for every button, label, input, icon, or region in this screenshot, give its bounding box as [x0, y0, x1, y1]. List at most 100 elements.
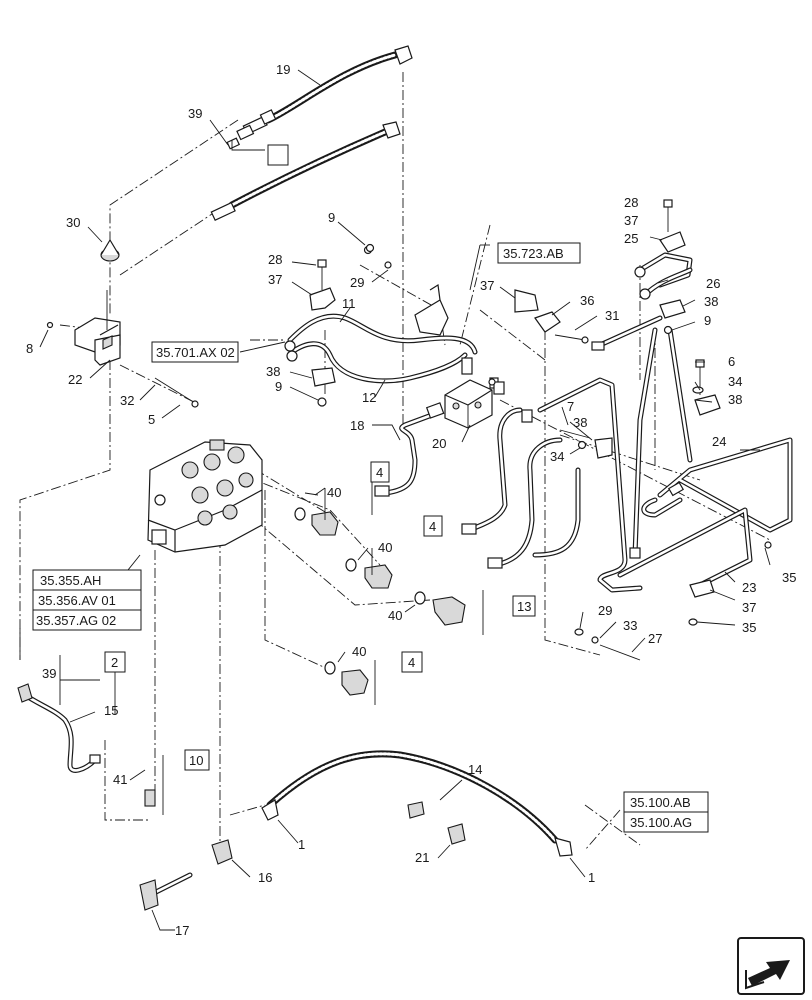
callout-41: 41: [113, 772, 127, 787]
clip-21: [407, 801, 466, 845]
callout-34-b: 34: [550, 449, 564, 464]
callout-16: 16: [258, 870, 272, 885]
ref-box-35-723-ab: [497, 242, 581, 264]
elbow-fitting-4: [324, 661, 369, 696]
callout-27: 27: [648, 631, 662, 646]
callout-40-c: 40: [388, 608, 402, 623]
callout-36: 36: [580, 293, 594, 308]
callout-labels: 19 39 3 30 8 22 32 5 9 29 28 37 11 12 38…: [26, 62, 796, 938]
ref-box-4-a: [370, 461, 390, 483]
callout-28-a: 28: [268, 252, 282, 267]
ref-35-100-ab: 35.100.AB: [630, 795, 691, 810]
ref-box-4-b: [423, 515, 443, 537]
callout-23: 23: [742, 580, 756, 595]
callout-9-a: 9: [328, 210, 335, 225]
ref-4-c: 4: [408, 655, 415, 670]
ref-35-701-ax-02: 35.701.AX 02: [156, 345, 235, 360]
ref-35-357-ag-02: 35.357.AG 02: [36, 613, 116, 628]
callout-19: 19: [276, 62, 290, 77]
callout-12: 12: [362, 390, 376, 405]
page-arrow-icon: [737, 937, 805, 995]
fitting-41: [144, 789, 156, 807]
callout-28-b: 28: [624, 195, 638, 210]
callout-40-d: 40: [352, 644, 366, 659]
callout-9-b: 9: [275, 379, 282, 394]
callout-21: 21: [415, 850, 429, 865]
callout-7: 7: [567, 399, 574, 414]
callout-5: 5: [148, 412, 155, 427]
fitting-39: [226, 124, 255, 150]
tube-24: [641, 437, 793, 533]
hose-19: [242, 45, 413, 135]
ref-13: 13: [517, 599, 531, 614]
callout-37-d: 37: [742, 600, 756, 615]
tube-long-right: [537, 377, 643, 593]
callout-38-d: 38: [573, 415, 587, 430]
tube-group-center: [461, 381, 581, 569]
callout-24: 24: [712, 434, 726, 449]
callout-37-a: 37: [268, 272, 282, 287]
callout-8: 8: [26, 341, 33, 356]
clamp-37-left: [309, 287, 336, 387]
tubes-25-26: [634, 252, 693, 300]
callout-31: 31: [605, 308, 619, 323]
screw-28-left: [317, 259, 327, 290]
callout-22: 22: [68, 372, 82, 387]
callout-38-b: 38: [704, 294, 718, 309]
callout-40-a: 40: [327, 485, 341, 500]
callout-9-c: 9: [704, 313, 711, 328]
elbow-fitting-3: [414, 591, 466, 626]
callout-39-top: 39: [188, 106, 202, 121]
callout-11: 11: [342, 296, 356, 311]
callout-35-b: 35: [742, 620, 756, 635]
callout-14: 14: [468, 762, 482, 777]
callout-25: 25: [624, 231, 638, 246]
callout-17: 17: [175, 923, 189, 938]
clamps-right: [514, 231, 721, 598]
plug-30: [100, 238, 120, 262]
ref-35-100-ag: 35.100.AG: [630, 815, 692, 830]
ref-35-723-ab: 35.723.AB: [503, 246, 564, 261]
callout-29-b: 29: [598, 603, 612, 618]
callout-37-c: 37: [624, 213, 638, 228]
callout-38-a: 38: [266, 364, 280, 379]
callout-30: 30: [66, 215, 80, 230]
ref-35-355-ah: 35.355.AH: [40, 573, 101, 588]
bracket-center: [414, 283, 449, 336]
valve-22: [46, 290, 121, 366]
callout-40-b: 40: [378, 540, 392, 555]
tube-31: [591, 315, 663, 351]
callout-1-b: 1: [588, 870, 595, 885]
hose-lower-3: [210, 121, 401, 221]
callout-38-c: 38: [728, 392, 742, 407]
leader-lines: [19, 69, 771, 931]
callout-39-b: 39: [42, 666, 56, 681]
control-valve: [147, 439, 263, 553]
callout-20: 20: [432, 436, 446, 451]
callout-35-a: 35: [782, 570, 796, 585]
ref-10: 10: [189, 753, 203, 768]
ref-box-35-355: [32, 569, 142, 631]
tube-15: [17, 683, 101, 773]
elbow-fitting-1: [294, 507, 339, 536]
ref-4-a: 4: [376, 465, 383, 480]
callout-26: 26: [706, 276, 720, 291]
ref-box-35-701: [151, 341, 239, 363]
ref-35-356-av-01: 35.356.AV 01: [38, 593, 116, 608]
ref-box-3-frame: [267, 144, 289, 166]
ref-box-10: [184, 749, 210, 771]
callout-29-a: 29: [350, 275, 364, 290]
callout-34-a: 34: [728, 374, 742, 389]
bolt-5: [154, 377, 199, 408]
ref-2: 2: [111, 655, 118, 670]
ref-box-4-c: [401, 651, 423, 673]
callout-1-a: 1: [298, 837, 305, 852]
ref-box-2: [104, 651, 126, 673]
centerlines: [19, 72, 771, 851]
tube-12: [284, 340, 468, 384]
fasteners-right: [365, 199, 772, 661]
fitting-16-17: [139, 839, 233, 911]
ref-box-13: [512, 595, 536, 617]
callout-6: 6: [728, 354, 735, 369]
